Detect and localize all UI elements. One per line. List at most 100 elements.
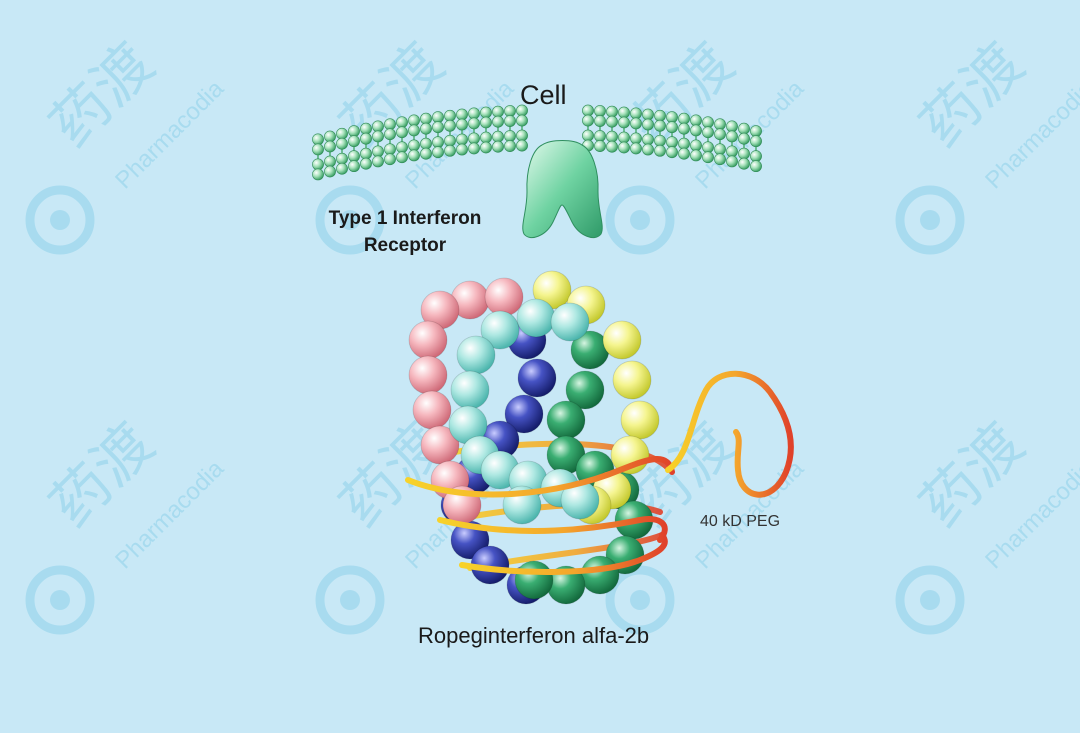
lipid-bead bbox=[516, 139, 528, 152]
pharmacodia-logo-icon bbox=[25, 565, 95, 635]
lipid-bead bbox=[738, 157, 750, 170]
pharmacodia-logo-icon bbox=[315, 185, 385, 255]
lipid-bead bbox=[348, 135, 360, 148]
lipid-bead bbox=[384, 128, 396, 141]
lipid-bead bbox=[312, 158, 324, 171]
lipid-bead bbox=[714, 118, 726, 131]
helix-bead-pink bbox=[412, 390, 452, 430]
lipid-bead bbox=[324, 130, 336, 143]
lipid-bead bbox=[456, 133, 468, 146]
lipid-bead bbox=[726, 145, 738, 158]
lipid-bead bbox=[690, 114, 702, 127]
receptor-label-line1: Type 1 Interferon bbox=[328, 208, 482, 229]
lipid-bead bbox=[654, 144, 666, 157]
lipid-bead bbox=[324, 155, 336, 168]
lipid-bead bbox=[348, 160, 360, 173]
helix-bead-green bbox=[565, 370, 605, 410]
lipid-bead bbox=[738, 122, 750, 135]
lipid-bead bbox=[336, 162, 348, 175]
lipid-bead bbox=[360, 147, 372, 160]
lipid-bead bbox=[630, 132, 642, 145]
lipid-bead bbox=[384, 143, 396, 156]
pharmacodia-logo-icon bbox=[605, 185, 675, 255]
lipid-bead bbox=[360, 122, 372, 135]
lipid-bead bbox=[690, 139, 702, 152]
helix-bead-pink bbox=[408, 320, 448, 360]
lipid-bead bbox=[642, 143, 654, 156]
lipid-bead bbox=[384, 118, 396, 131]
lipid-bead bbox=[606, 130, 618, 143]
lipid-bead bbox=[690, 149, 702, 162]
lipid-bead bbox=[432, 146, 444, 159]
lipid-bead bbox=[312, 133, 324, 146]
lipid-bead bbox=[750, 135, 762, 148]
lipid-bead bbox=[654, 119, 666, 132]
lipid-bead bbox=[750, 125, 762, 138]
lipid-bead bbox=[384, 153, 396, 166]
lipid-bead bbox=[618, 116, 630, 129]
lipid-bead bbox=[606, 140, 618, 153]
lipid-bead bbox=[678, 137, 690, 150]
lipid-bead bbox=[504, 105, 516, 117]
lipid-bead bbox=[408, 114, 420, 127]
lipid-bead bbox=[666, 121, 678, 134]
lipid-bead bbox=[702, 151, 714, 164]
helix-bead-yellow bbox=[602, 320, 642, 360]
helix-bead-cyan bbox=[480, 310, 520, 350]
lipid-bead bbox=[336, 137, 348, 150]
lipid-bead bbox=[642, 133, 654, 146]
lipid-bead bbox=[468, 142, 480, 155]
peg-strand bbox=[437, 516, 668, 543]
lipid-bead bbox=[312, 168, 324, 181]
lipid-bead bbox=[630, 142, 642, 155]
lipid-bead bbox=[420, 112, 432, 125]
peg-label: 40 kD PEG bbox=[700, 513, 781, 530]
lipid-bead bbox=[372, 145, 384, 158]
lipid-bead bbox=[444, 119, 456, 132]
lipid-bead bbox=[702, 126, 714, 139]
lipid-bead bbox=[336, 152, 348, 165]
lipid-bead bbox=[678, 112, 690, 125]
lipid-bead bbox=[420, 137, 432, 150]
lipid-bead bbox=[480, 116, 492, 129]
lipid-bead bbox=[468, 107, 480, 120]
lipid-bead bbox=[432, 111, 444, 124]
lipid-bead bbox=[642, 118, 654, 131]
lipid-bead bbox=[594, 130, 606, 142]
lipid-bead bbox=[348, 150, 360, 163]
lipid-bead bbox=[492, 130, 504, 143]
lipid-bead bbox=[360, 157, 372, 170]
pharmacodia-logo-icon bbox=[315, 565, 385, 635]
lipid-bead bbox=[396, 151, 408, 164]
lipid-bead bbox=[420, 122, 432, 135]
lipid-bead bbox=[726, 130, 738, 143]
receptor-label-line2: Receptor bbox=[363, 235, 447, 256]
lipid-bead bbox=[606, 115, 618, 128]
peg-strand bbox=[459, 532, 668, 575]
helix-bead-green bbox=[546, 400, 586, 440]
lipid-bead bbox=[456, 108, 468, 121]
lipid-bead bbox=[666, 146, 678, 159]
lipid-bead bbox=[444, 144, 456, 157]
protein-helices bbox=[408, 270, 660, 605]
peg-chain-front bbox=[405, 370, 794, 575]
lipid-bead bbox=[372, 120, 384, 133]
lipid-bead bbox=[312, 143, 324, 156]
helix-bead-cyan bbox=[550, 302, 590, 342]
lipid-bead bbox=[630, 117, 642, 130]
lipid-bead bbox=[396, 141, 408, 154]
interferon-receptor bbox=[522, 140, 603, 238]
receptor-label: Type 1 Interferon Receptor bbox=[300, 205, 510, 259]
lipid-bead bbox=[336, 127, 348, 140]
lipid-bead bbox=[468, 132, 480, 145]
lipid-bead bbox=[678, 147, 690, 160]
lipid-bead bbox=[456, 118, 468, 131]
lipid-bead bbox=[654, 109, 666, 122]
lipid-bead bbox=[726, 120, 738, 133]
lipid-bead bbox=[738, 147, 750, 160]
cell-membrane bbox=[312, 104, 762, 181]
